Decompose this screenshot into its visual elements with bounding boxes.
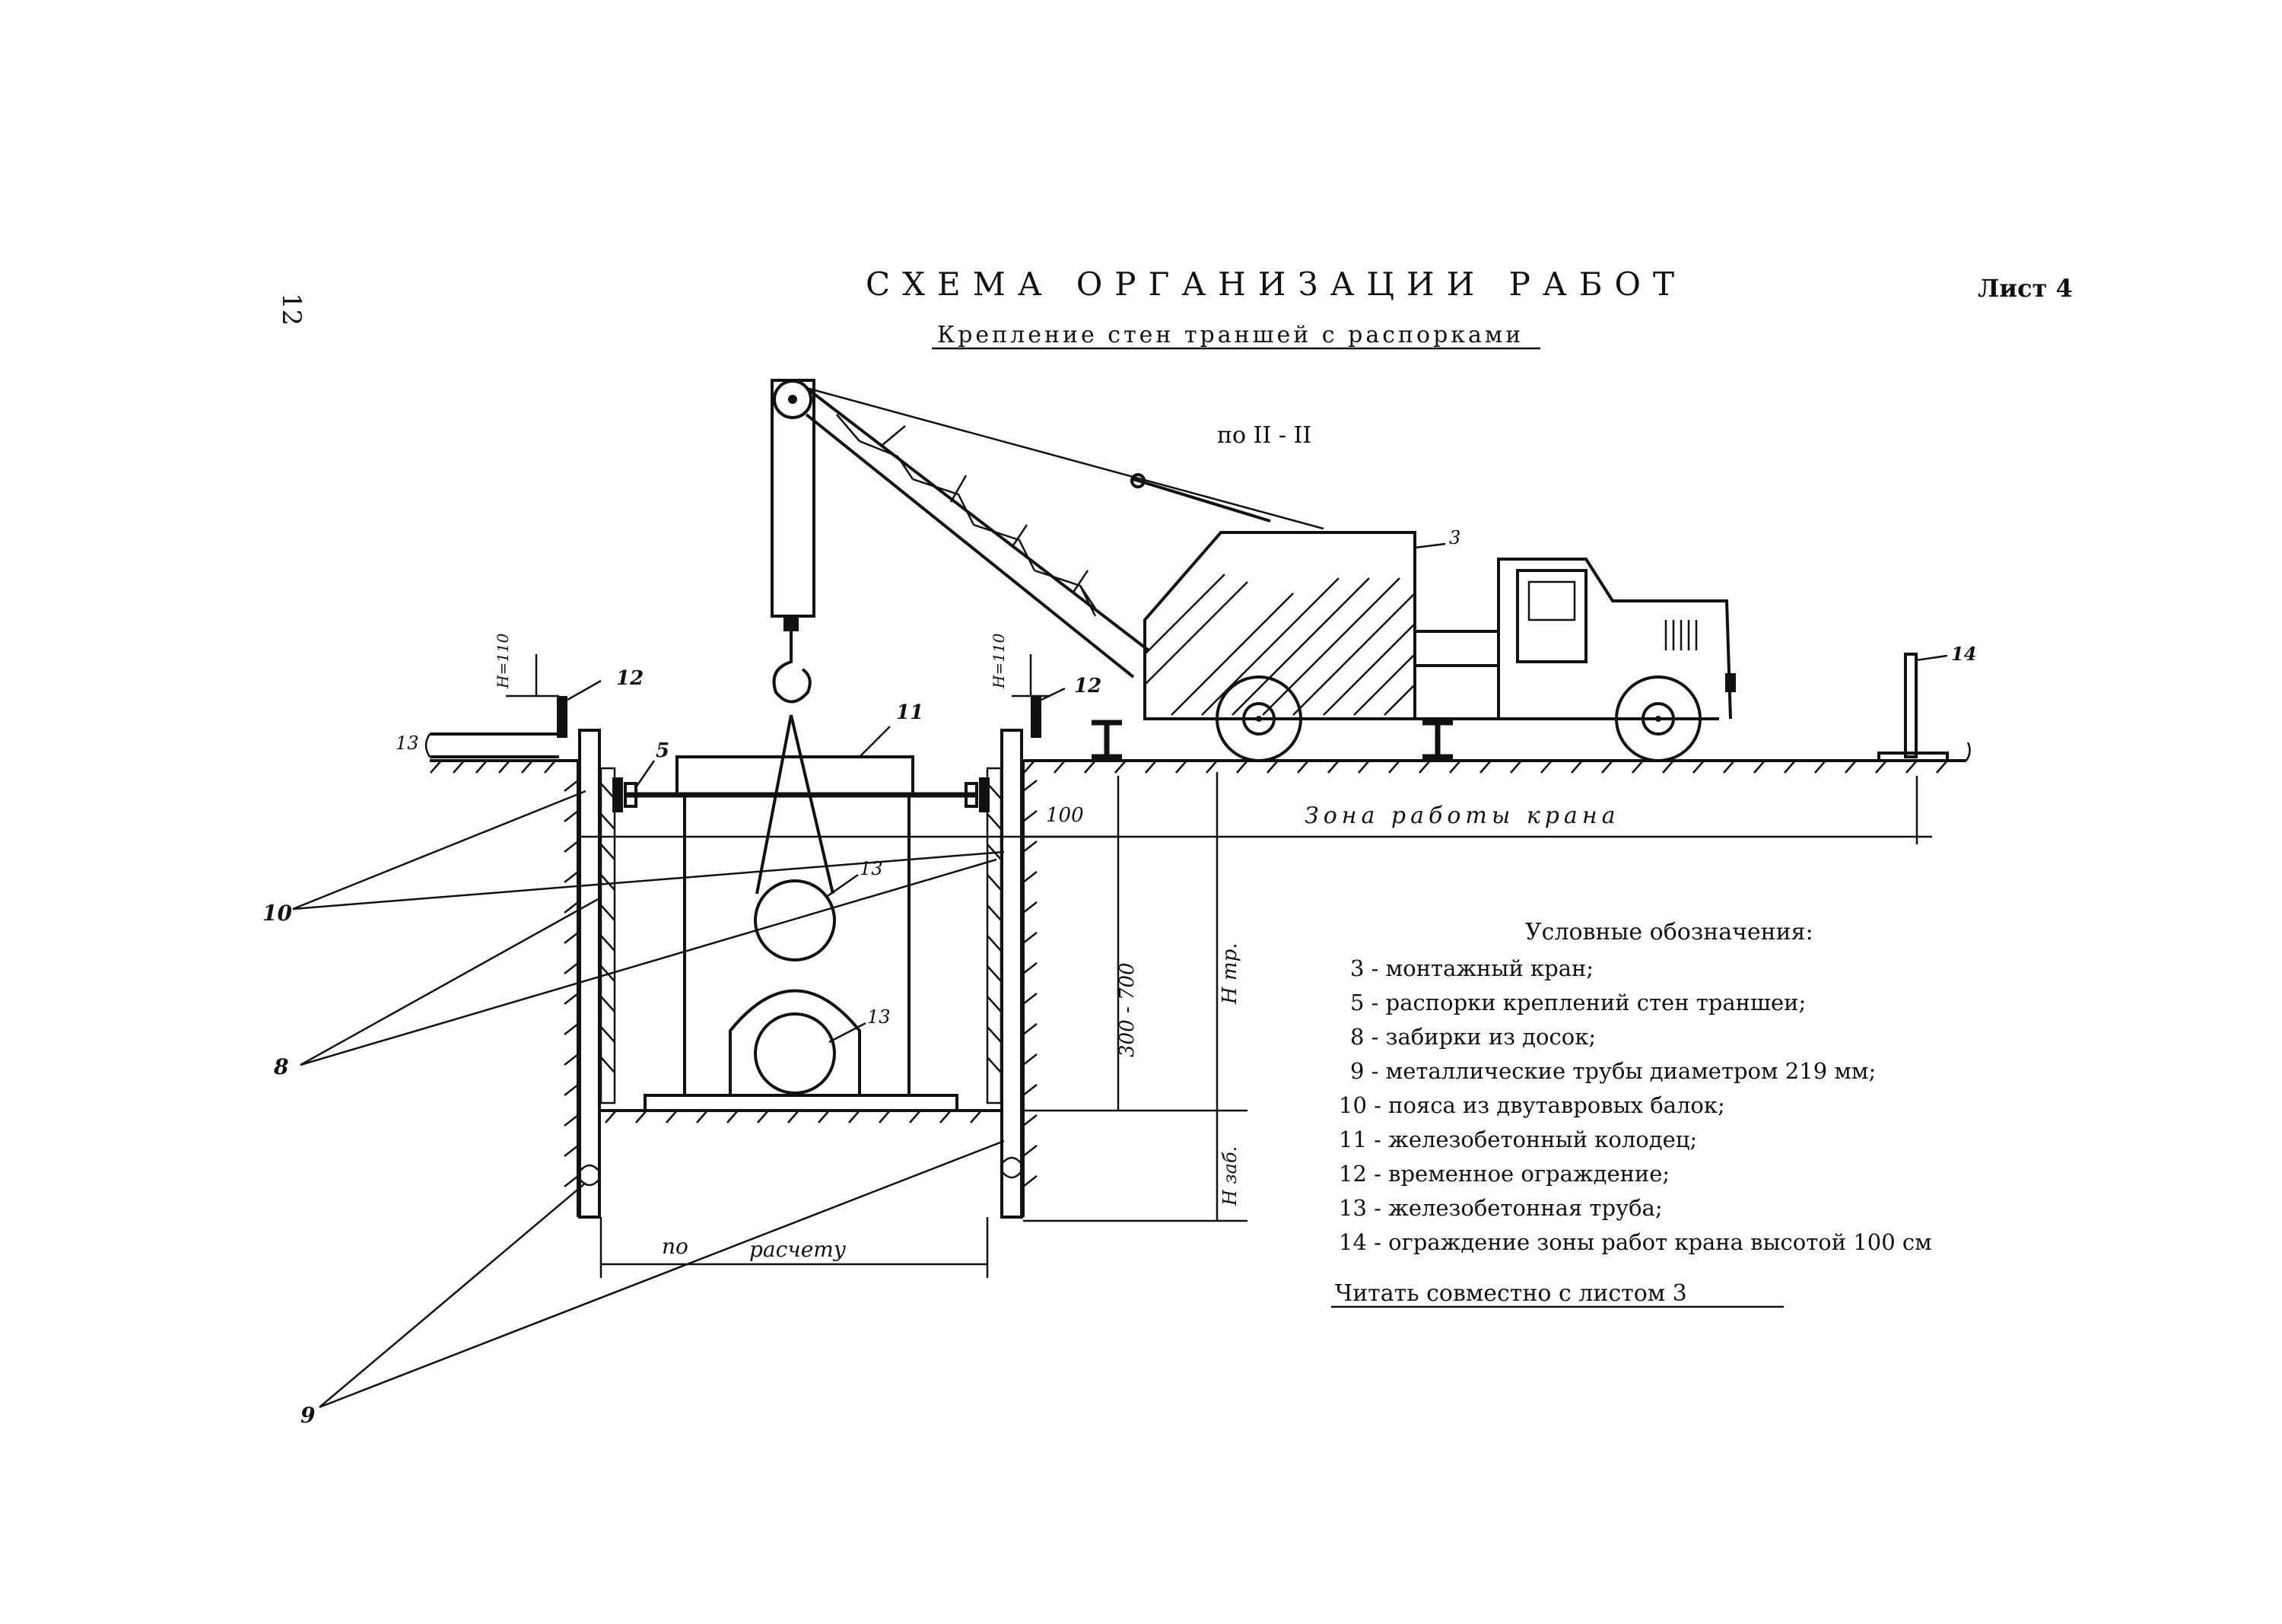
concrete-pipe-lifted: [754, 879, 836, 961]
callout-9: 9: [300, 1403, 315, 1428]
legend-item-3: 3 - монтажный кран;: [1350, 955, 1594, 981]
dimension-lines: [578, 772, 1932, 1278]
leaders: [292, 790, 1005, 1409]
dim-raschetu: расчету: [749, 1237, 847, 1262]
concrete-pipe-installed: [754, 1012, 836, 1095]
drawing-subtitle: Крепление стен траншей с распорками: [937, 322, 1524, 348]
legend-title: Условные обозначения:: [1525, 919, 1813, 945]
page-number: 12: [276, 293, 307, 326]
legend-item-13: 13 - железобетонная труба;: [1339, 1195, 1663, 1221]
callout-13-installed: 13: [867, 1006, 891, 1028]
wall-pipe-left: [578, 729, 601, 1219]
legend-item-10: 10 - пояса из двутавровых балок;: [1339, 1092, 1725, 1118]
crane-hook: [755, 618, 834, 895]
section-label: по II - II: [1217, 422, 1311, 449]
drawing-title: СХЕМА ОРГАНИЗАЦИИ РАБОТ: [866, 265, 1686, 303]
legend-item-9: 9 - металлические трубы диаметром 219 мм…: [1350, 1058, 1876, 1084]
sheet-label: Лист 4: [1978, 274, 2073, 303]
legend-item-5: 5 - распорки креплений стен траншеи;: [1350, 990, 1806, 1015]
dim-300-700: 300 - 700: [1116, 962, 1139, 1057]
zone-label: Зона работы крана: [1305, 802, 1619, 829]
temp-fence-right: 12 H=110: [990, 633, 1101, 738]
h110-right: H=110: [990, 633, 1008, 689]
legend-note: Читать совместно с листом 3: [1335, 1280, 1687, 1307]
legend-item-11: 11 - железобетонный колодец;: [1339, 1127, 1697, 1152]
surface-pipe: 13: [396, 733, 559, 758]
zone-fence: 14: [1877, 643, 1976, 762]
callout-3: 3: [1449, 527, 1460, 548]
h110-left: H=110: [494, 633, 512, 689]
dim-po: по: [662, 1234, 688, 1259]
crane-truck: 3: [771, 379, 1736, 762]
ground-surface: [430, 742, 1971, 774]
callout-8: 8: [273, 1054, 288, 1079]
callout-12-left: 12: [616, 667, 644, 690]
legend-item-14: 14 - ограждение зоны работ крана высотой…: [1339, 1229, 1932, 1255]
boards-right: [986, 767, 1003, 1104]
callout-11: 11: [896, 701, 923, 724]
legend-item-8: 8 - забирки из досок;: [1350, 1024, 1596, 1050]
callout-14: 14: [1951, 643, 1976, 665]
dim-100: 100: [1046, 804, 1084, 827]
boards-left: [599, 767, 616, 1104]
dim-hzab: H заб.: [1219, 1146, 1241, 1206]
callout-13-surface: 13: [396, 733, 419, 754]
temp-fence-left: 12 H=110: [494, 633, 644, 738]
wall-pipe-right: [1000, 729, 1023, 1219]
dim-htr: H тр.: [1219, 942, 1241, 1005]
legend-item-12: 12 - временное ограждение;: [1339, 1161, 1670, 1187]
concrete-well: [644, 755, 958, 1112]
callout-12-right: 12: [1074, 675, 1101, 698]
callout-5: 5: [656, 739, 669, 762]
callout-10: 10: [262, 901, 292, 926]
legend: Условные обозначения: 3 - монтажный кран…: [1331, 919, 1932, 1308]
trench: [564, 761, 1038, 1217]
